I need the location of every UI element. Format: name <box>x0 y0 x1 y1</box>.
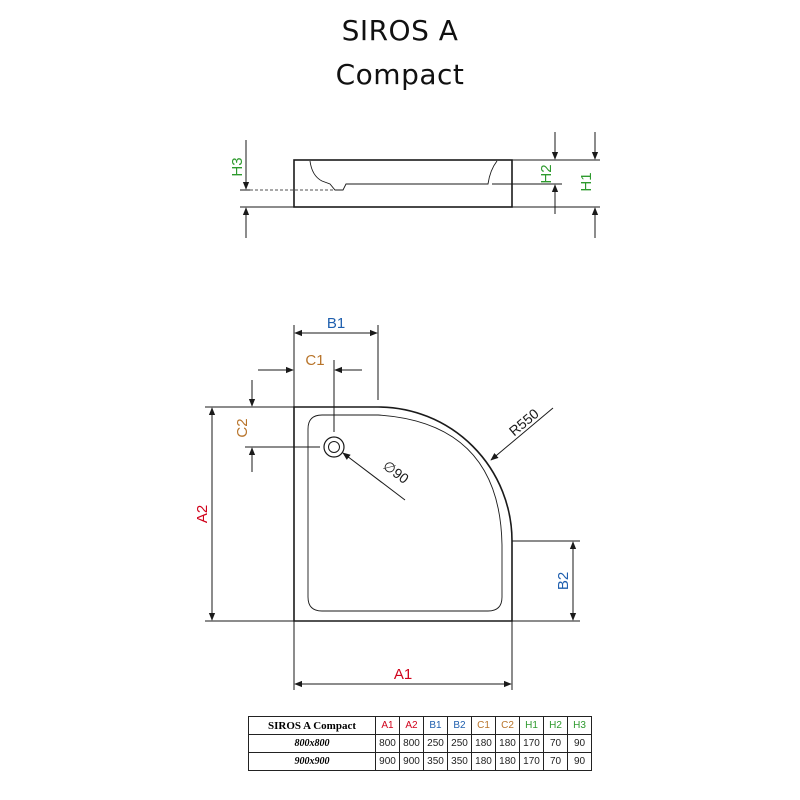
top-view <box>205 325 580 690</box>
tray-inner-basin <box>307 414 503 612</box>
table-header-h2: H2 <box>543 716 568 735</box>
table-cell: 900 <box>399 752 424 771</box>
tray-side-outline <box>293 159 513 208</box>
table-header-a1: A1 <box>375 716 400 735</box>
a1-label: A1 <box>394 666 412 683</box>
a2-label: A2 <box>194 505 211 523</box>
table-cell: 180 <box>495 752 520 771</box>
drain-diameter-label: ∅90 <box>380 457 412 487</box>
radius-leader <box>490 407 554 461</box>
title-line-2: Compact <box>335 58 465 91</box>
side-view <box>240 132 600 238</box>
h1-label: H1 <box>578 172 595 191</box>
table-cell: 800 <box>375 734 400 753</box>
drain-outer-ring <box>323 436 345 458</box>
h3-label: H3 <box>229 157 246 176</box>
table-header-c1: C1 <box>471 716 496 735</box>
table-cell: 180 <box>471 752 496 771</box>
table-model-name: SIROS A Compact <box>248 716 376 735</box>
table-cell: 250 <box>423 734 448 753</box>
table-header-h3: H3 <box>567 716 592 735</box>
table-cell: 70 <box>543 752 568 771</box>
table-cell: 350 <box>447 752 472 771</box>
table-cell: 90 <box>567 734 592 753</box>
table-cell: 800 <box>399 734 424 753</box>
table-header-h1: H1 <box>519 716 544 735</box>
table-row: 900x900 900 900 350 350 180 180 170 70 9… <box>248 752 592 771</box>
table-header-b1: B1 <box>423 716 448 735</box>
c1-label: C1 <box>305 352 324 369</box>
table-row-size: 900x900 <box>248 752 376 771</box>
table-header-a2: A2 <box>399 716 424 735</box>
table-header-row: SIROS A Compact A1 A2 B1 B2 C1 C2 H1 H2 … <box>248 716 592 735</box>
c2-label: C2 <box>234 418 251 437</box>
table-cell: 180 <box>495 734 520 753</box>
tray-inner-basin-profile <box>309 160 498 191</box>
table-header-c2: C2 <box>495 716 520 735</box>
title-line-1: SIROS A <box>341 14 459 47</box>
tray-outer-outline <box>293 406 513 622</box>
table-cell: 90 <box>567 752 592 771</box>
table-cell: 250 <box>447 734 472 753</box>
dimension-table: SIROS A Compact A1 A2 B1 B2 C1 C2 H1 H2 … <box>248 716 592 771</box>
h2-label: H2 <box>538 164 555 183</box>
b2-label: B2 <box>555 572 572 590</box>
table-cell: 170 <box>519 752 544 771</box>
table-cell: 180 <box>471 734 496 753</box>
drain-diameter-leader <box>342 452 406 501</box>
table-header-b2: B2 <box>447 716 472 735</box>
drain-inner-ring <box>328 441 340 453</box>
table-row: 800x800 800 800 250 250 180 180 170 70 9… <box>248 734 592 753</box>
table-cell: 350 <box>423 752 448 771</box>
table-cell: 170 <box>519 734 544 753</box>
table-row-size: 800x800 <box>248 734 376 753</box>
b1-label: B1 <box>327 315 345 332</box>
table-cell: 70 <box>543 734 568 753</box>
table-cell: 900 <box>375 752 400 771</box>
